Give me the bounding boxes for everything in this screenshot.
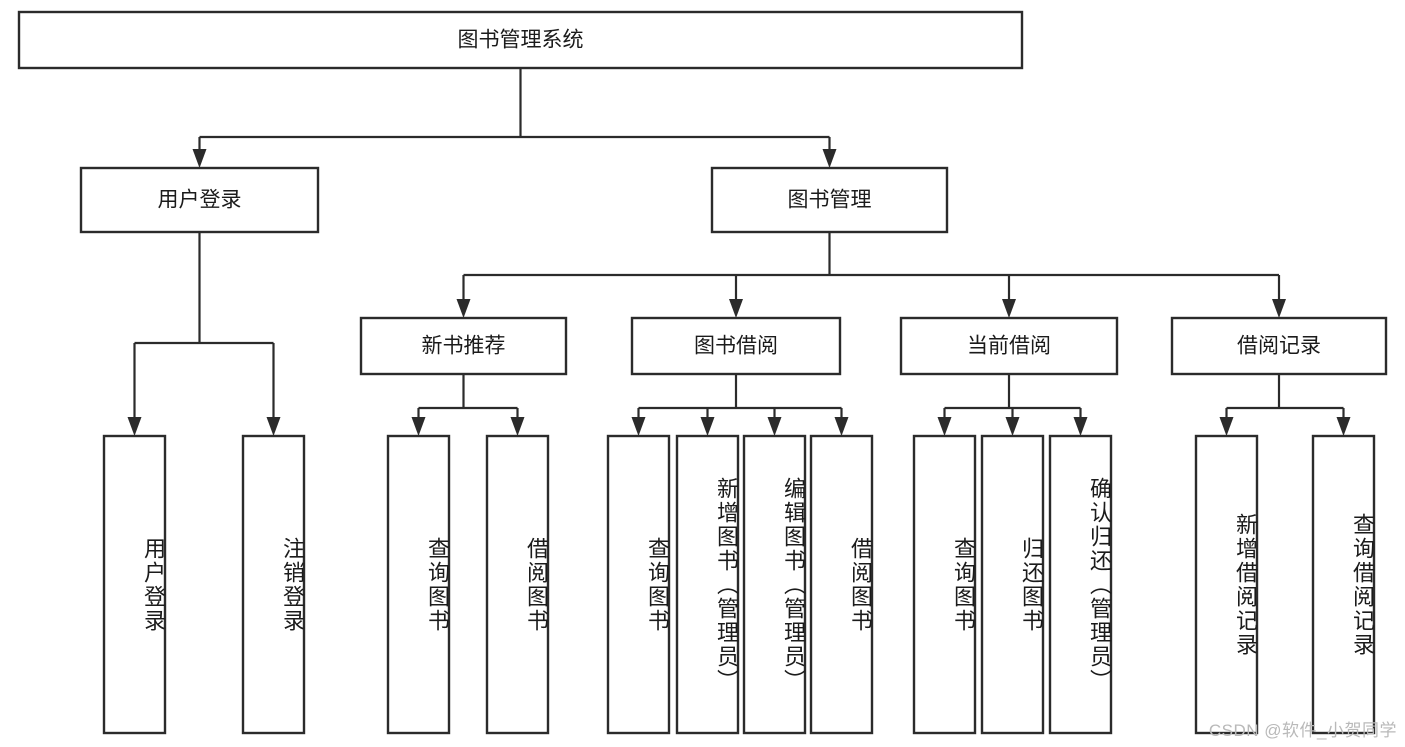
arrow-head-icon [411,417,426,436]
boxes-layer [17,10,1388,735]
arrow-head-icon [1002,299,1016,318]
arrow-head-icon [767,417,782,436]
level2-node-box[interactable] [79,166,320,234]
connectors-layer [127,68,1351,436]
root-node-box[interactable] [17,10,1024,70]
leaf-node-box[interactable] [102,434,167,735]
arrow-head-icon [1073,417,1088,436]
leaf-node-box[interactable] [485,434,550,735]
level3-node-label: 新书推荐 [422,335,506,358]
arrow-head-icon [729,299,743,318]
leaf-node-box[interactable] [386,434,451,735]
level2-node-box[interactable] [710,166,949,234]
root-node-label: 图书管理系统 [458,29,584,52]
level2-node-label: 用户登录 [158,189,242,212]
arrow-head-icon [127,417,142,436]
arrow-head-icon [456,299,471,318]
leaf-node-box[interactable] [980,434,1045,735]
leaf-node-box[interactable] [742,434,807,735]
level3-node-box[interactable] [1170,316,1388,376]
arrow-head-icon [266,417,281,436]
arrow-head-icon [822,149,837,168]
arrow-head-icon [631,417,646,436]
leaf-node-box[interactable] [1194,434,1259,735]
leaf-node-box[interactable] [241,434,306,735]
leaf-node-box[interactable] [606,434,671,735]
arrow-head-icon [1336,417,1351,436]
leaf-node-box[interactable] [675,434,740,735]
arrow-head-icon [1272,299,1286,318]
arrow-head-icon [834,417,849,436]
arrow-head-icon [1219,417,1234,436]
arrow-head-icon [700,417,715,436]
leaf-node-box[interactable] [809,434,874,735]
level2-node-label: 图书管理 [788,189,872,212]
arrow-head-icon [1005,417,1020,436]
arrow-head-icon [937,417,952,436]
level3-node-box[interactable] [359,316,568,376]
level3-node-box[interactable] [899,316,1119,376]
arrow-head-icon [192,149,207,168]
level3-node-label: 当前借阅 [967,335,1051,358]
level3-node-box[interactable] [630,316,842,376]
leaf-node-box[interactable] [1048,434,1113,735]
leaf-node-box[interactable] [912,434,977,735]
level3-node-label: 借阅记录 [1237,335,1321,358]
level3-node-label: 图书借阅 [694,335,778,358]
leaf-node-box[interactable] [1311,434,1376,735]
arrow-head-icon [510,417,525,436]
watermark-text: CSDN @软件_小贺同学 [1208,721,1397,740]
